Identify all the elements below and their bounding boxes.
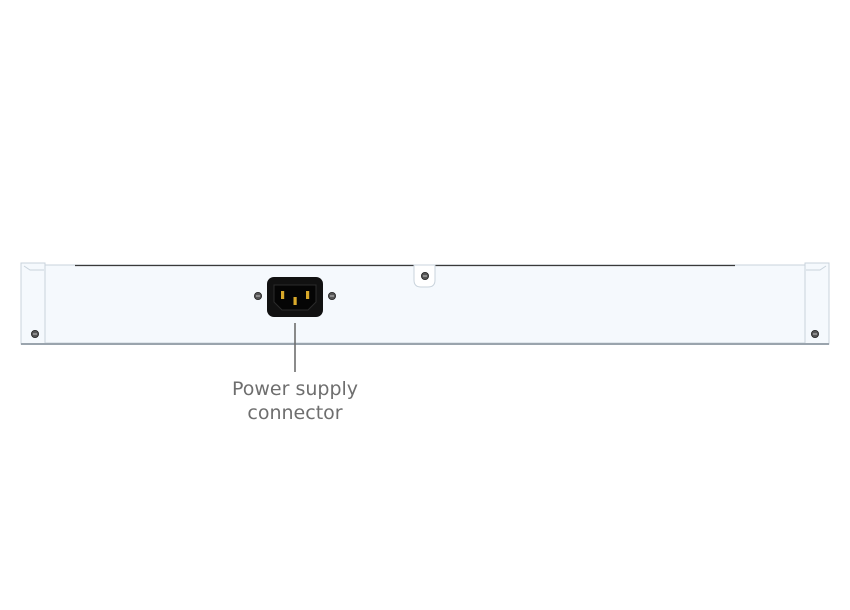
power-connector-icon [267, 277, 323, 317]
screw-icon [327, 291, 336, 300]
callout-label-line-2: connector [247, 402, 343, 424]
left-rack-ear [20, 262, 46, 345]
power-supply-connector-label: Power supply connector [195, 377, 395, 425]
screw-icon [253, 291, 262, 300]
screw-icon [811, 329, 820, 338]
callout-label-line-1: Power supply [231, 378, 359, 400]
screw-icon [420, 271, 429, 280]
screw-icon [30, 329, 39, 338]
right-rack-ear [804, 262, 830, 345]
